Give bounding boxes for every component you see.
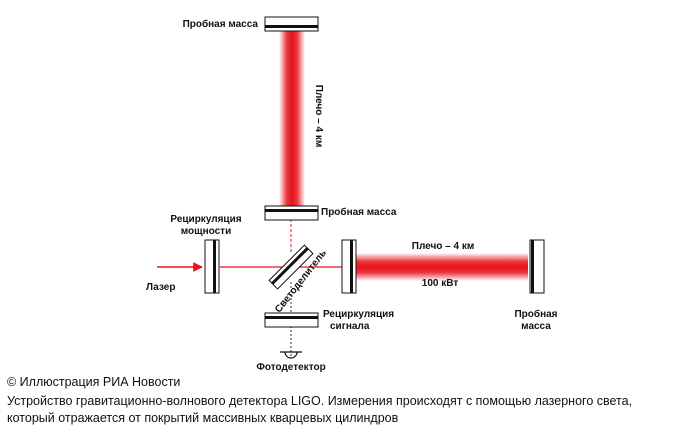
label-test-mass-top: Пробная масса xyxy=(183,18,259,30)
photodetector-icon xyxy=(280,351,302,359)
label-power-recycling-1: Рециркуляция xyxy=(170,214,241,225)
label-arm-horizontal: Плечо – 4 км xyxy=(412,241,475,252)
label-test-mass-right-1: Пробная xyxy=(514,308,557,320)
test-mass-top xyxy=(264,16,319,32)
label-arm-vertical: Плечо – 4 км xyxy=(313,85,324,148)
power-recycling-mirror xyxy=(204,239,220,294)
horizontal-arm-beam xyxy=(356,253,528,281)
label-signal-recycling-1: Рециркуляция xyxy=(323,309,394,320)
label-photodetector: Фотодетектор xyxy=(256,362,325,372)
vertical-arm-beam xyxy=(279,31,305,206)
label-signal-recycling-2: сигнала xyxy=(330,321,370,332)
label-laser: Лазер xyxy=(146,282,175,293)
test-mass-middle xyxy=(264,205,319,221)
ligo-diagram: Пробная масса Пробная масса Пробная масс… xyxy=(146,16,558,372)
test-mass-input-horizontal xyxy=(341,239,357,294)
label-power-recycling-2: мощности xyxy=(181,226,231,237)
test-mass-right xyxy=(529,239,545,294)
signal-recycling-mirror xyxy=(264,312,319,328)
beamsplitter xyxy=(268,244,314,290)
caption-line-1: Устройство гравитационно-волнового детек… xyxy=(7,394,633,408)
caption-line-2: который отражается от покрытий массивных… xyxy=(7,411,399,425)
label-test-mass-middle: Пробная масса xyxy=(321,206,397,218)
label-power: 100 кВт xyxy=(422,278,459,289)
label-test-mass-right-2: масса xyxy=(521,321,551,332)
image-credit: © Иллюстрация РИА Новости xyxy=(7,375,181,389)
